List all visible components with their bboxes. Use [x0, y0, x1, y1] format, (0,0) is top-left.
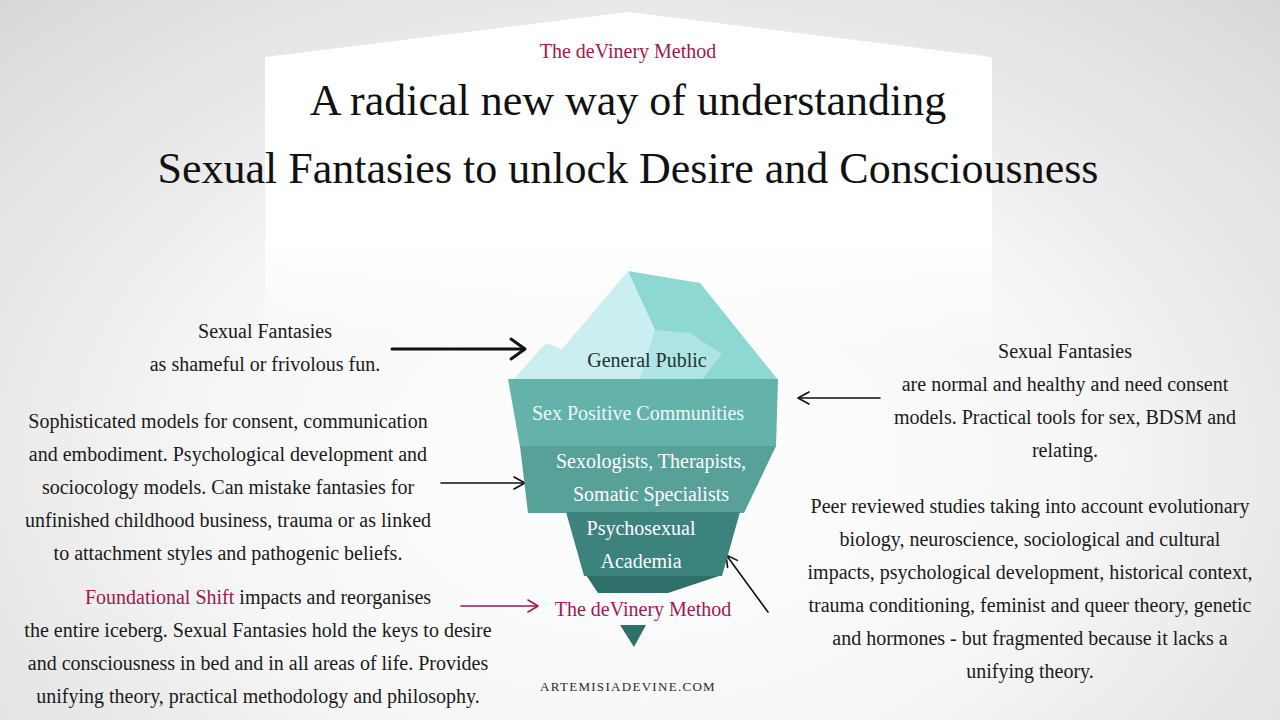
band-label: Psychosexual Academia — [587, 512, 696, 578]
arrow-head — [726, 555, 737, 567]
arrow-head — [514, 477, 525, 489]
leader-arrow — [461, 600, 538, 612]
arrow-shaft — [392, 348, 523, 351]
website-url: ARTEMISIADEVINE.COM — [540, 678, 716, 696]
arrow-shaft — [727, 556, 768, 612]
iceberg-band: Psychosexual Academia — [560, 511, 745, 577]
band-label: Sexologists, Therapists, Somatic Special… — [556, 445, 746, 511]
band-label: Sex Positive Communities — [532, 398, 744, 428]
emphasis-text: Foundational Shift — [85, 586, 234, 608]
annotation-block: Foundational Shiftimpacts and reorganise… — [24, 581, 491, 713]
leader-arrow — [798, 392, 880, 404]
annotation-text: Sexual Fantasies are normal and healthy … — [894, 335, 1236, 467]
iceberg-band: Sexologists, Therapists, Somatic Special… — [515, 445, 795, 514]
leader-arrow — [726, 555, 768, 612]
arrow-head — [528, 600, 538, 612]
band-label: General Public — [587, 345, 706, 375]
arrow-shaft — [799, 397, 880, 399]
method-name: The deVinery Method — [555, 596, 732, 622]
arrow-head — [798, 392, 809, 404]
iceberg-bottom-tip — [620, 625, 646, 647]
diagram-title: A radical new way of understanding Sexua… — [158, 67, 1099, 203]
iceberg-facet — [508, 379, 778, 447]
annotation-text: Sophisticated models for consent, commun… — [25, 405, 431, 570]
arrow-shaft — [441, 482, 524, 484]
iceberg-band: Sex Positive Communities — [505, 378, 785, 448]
annotation-text: Sexual Fantasies as shameful or frivolou… — [150, 315, 381, 381]
annotation-text: Peer reviewed studies taking into accoun… — [808, 490, 1253, 688]
leader-arrow — [392, 339, 525, 359]
arrow-head — [511, 339, 525, 359]
iceberg-tip: General Public — [505, 266, 787, 382]
iceberg-deep-band — [586, 575, 722, 593]
method-name: The deVinery Method — [540, 38, 717, 64]
leader-arrow — [441, 477, 525, 489]
arrow-shaft — [461, 605, 537, 607]
